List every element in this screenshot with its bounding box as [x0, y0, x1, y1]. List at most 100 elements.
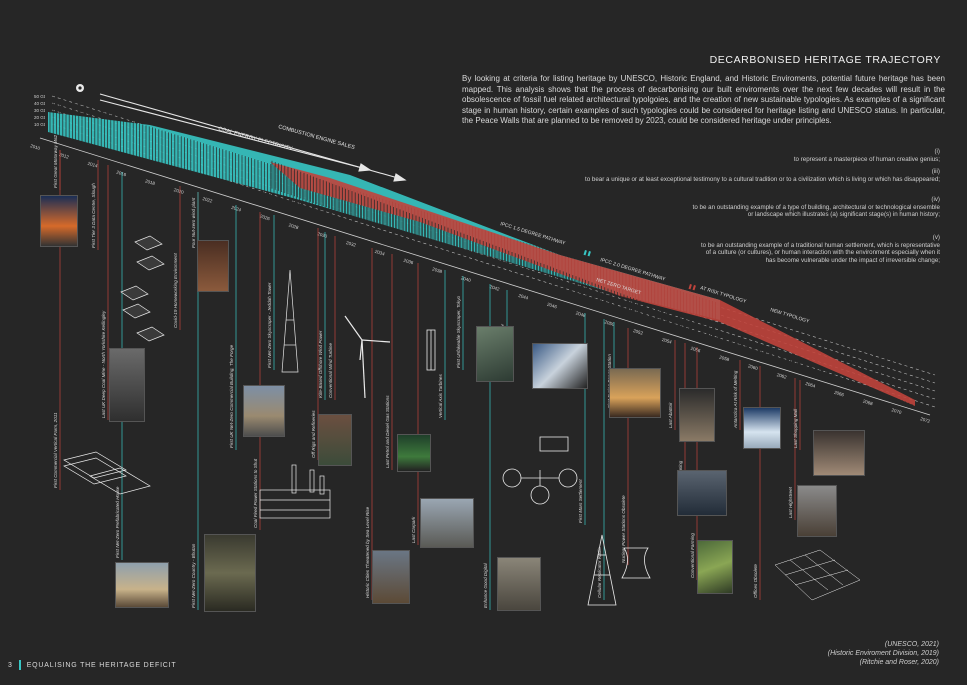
criterion-text: to represent a masterpiece of human crea… [793, 155, 940, 163]
emission-band-red [270, 162, 915, 406]
criterion-text: to be an outstanding example of a tradit… [700, 241, 940, 264]
year-label: 2062 [776, 372, 788, 380]
spire-tower-drawing [281, 269, 299, 373]
typology-label: First Mars Settlement [578, 479, 583, 523]
criterion-number: (i) [934, 148, 941, 155]
farming-photo [697, 540, 733, 594]
year-label: 2042 [489, 284, 501, 292]
year-label: 2016 [116, 170, 128, 178]
typology-label: Four Nut-zero wind plant [191, 197, 196, 248]
typology-label: Cellular Replicator Radio [597, 547, 602, 598]
prefab-house-photo [115, 562, 169, 608]
year-label: 2026 [259, 214, 271, 222]
year-label: 2070 [891, 407, 903, 415]
typology-label: Antarctica At Risk of Melting [733, 370, 738, 429]
shopping-mall-photo [813, 430, 865, 476]
y-axis: 50 Gt 40 Gt 30 Gt 20 Gt 10 Gt [34, 94, 46, 127]
typology-label: First Tier 3 Data Centre, Slough [91, 183, 96, 248]
year-label: 2032 [346, 240, 358, 248]
year-label: 2020 [173, 187, 185, 195]
typology-label: Last Shopping Mall [793, 408, 798, 448]
legend-swatch-red [688, 284, 692, 290]
criterion-text: to bear a unique or at least exceptional… [585, 175, 940, 183]
year-label: 2014 [87, 161, 99, 169]
coal-mine-photo [109, 348, 145, 422]
oil-rig-photo [318, 414, 352, 466]
y-tick-label: 10 Gt [34, 122, 46, 127]
trend-arrows [99, 93, 407, 182]
legend-swatch-teal [583, 249, 587, 256]
year-label: 2072 [920, 416, 932, 424]
typology-label: Last Petrol and Diesel Gas Stations [385, 395, 390, 468]
year-label: 2058 [719, 355, 731, 363]
legend-swatch-teal [587, 250, 591, 257]
y-tick-label: 50 Gt [34, 94, 46, 99]
page-number: 3 [8, 661, 13, 669]
year-label: 2038 [432, 266, 444, 274]
vertical-farm-drawing [63, 451, 151, 495]
typology-label: Coal Fired Power Stations to Shut [253, 458, 258, 528]
criterion-number: (iv) [931, 196, 940, 203]
year-label: 2054 [661, 337, 673, 345]
fusion-station-photo [609, 368, 661, 418]
year-label: 2028 [288, 222, 300, 230]
prefab-house-drawing [120, 235, 165, 342]
y-tick-label: 20 Gt [34, 115, 46, 120]
year-labels: 2010201220142016201820202022202420262028… [30, 143, 932, 424]
typology-label: Last Highstreet [788, 486, 793, 518]
antarctica-photo [743, 407, 781, 449]
typology-label: Historic Cities Threatened by Sea Level … [365, 506, 370, 598]
year-label: 2050 [604, 319, 616, 327]
year-label: 2052 [633, 328, 645, 336]
year-label: 2034 [374, 249, 386, 257]
year-label: 2030 [317, 231, 329, 239]
year-label: 2064 [805, 381, 817, 389]
typology-label: First Great Motorway M62 [53, 134, 58, 188]
typology-label: Off Rigs and Refineries [311, 410, 316, 458]
criterion-number: (iii) [931, 168, 940, 175]
typology-label: Kite-Based Offshore Wind Power [318, 330, 323, 398]
typology-label: Nuclear Power Stations Obsolete [621, 495, 626, 563]
nasa-sunflower-photo [532, 343, 588, 389]
carpark-photo [420, 498, 474, 548]
typology-label: Last Carpark [411, 516, 416, 543]
typology-label: Covid-19 Homeworking Environment [173, 252, 178, 328]
year-label: 2056 [690, 346, 702, 354]
year-label: 2066 [834, 390, 846, 398]
criterion-text: to be an outstanding example of a type o… [692, 203, 940, 219]
references: (UNESCO, 2021) (Historic Enviroment Divi… [828, 640, 939, 667]
year-label: 2022 [202, 196, 214, 204]
typology-label: First Net-Zero Country - Bhutan [191, 543, 196, 608]
typology-label: First Unfakeable Skyscraper, Tokyo [456, 295, 461, 368]
legend-new: NEW TYPOLOGY [769, 307, 810, 325]
homeworking-photo [197, 240, 229, 292]
motorway-photo [40, 195, 78, 247]
power-station-drawing [259, 464, 331, 519]
year-label: 2010 [30, 143, 42, 151]
criterion-v: (v) to be an outstanding example of a tr… [540, 234, 940, 264]
gas-station-photo [397, 434, 431, 472]
page-footer: 3 EQUALISING THE HERITAGE DEFICIT [8, 660, 176, 670]
red-stripes [271, 160, 913, 407]
highstreet-photo [797, 485, 837, 537]
abattoir-photo [679, 388, 715, 442]
year-label: 2036 [403, 258, 415, 266]
legend-swatch-red [692, 285, 696, 291]
year-label: 2046 [546, 302, 558, 310]
reference-item: (UNESCO, 2021) [884, 641, 939, 648]
typology-label: First Net-Zero Skyscraper - Jeddah Tower [267, 282, 272, 368]
criterion-iv: (iv) to be an outstanding example of a t… [540, 196, 940, 219]
radio-mast-drawing [587, 534, 617, 606]
intro-paragraph: By looking at criteria for listing herit… [462, 74, 945, 125]
typology-label: Vertical Axis Turbines [438, 374, 443, 418]
forge-building-photo [243, 385, 285, 437]
year-label: 2060 [747, 363, 759, 371]
footer-accent-bar [18, 660, 21, 670]
year-label: 2040 [460, 275, 472, 283]
timeline-axis [39, 137, 931, 416]
pin-icon [76, 84, 84, 92]
skyscraper-tokyo-photo [476, 326, 514, 382]
page-title: DECARBONISED HERITAGE TRAJECTORY [709, 54, 941, 66]
digital-building-photo [497, 557, 541, 611]
typology-label: Last UK Deep Coal Mine - North Yorkshire… [101, 310, 106, 418]
